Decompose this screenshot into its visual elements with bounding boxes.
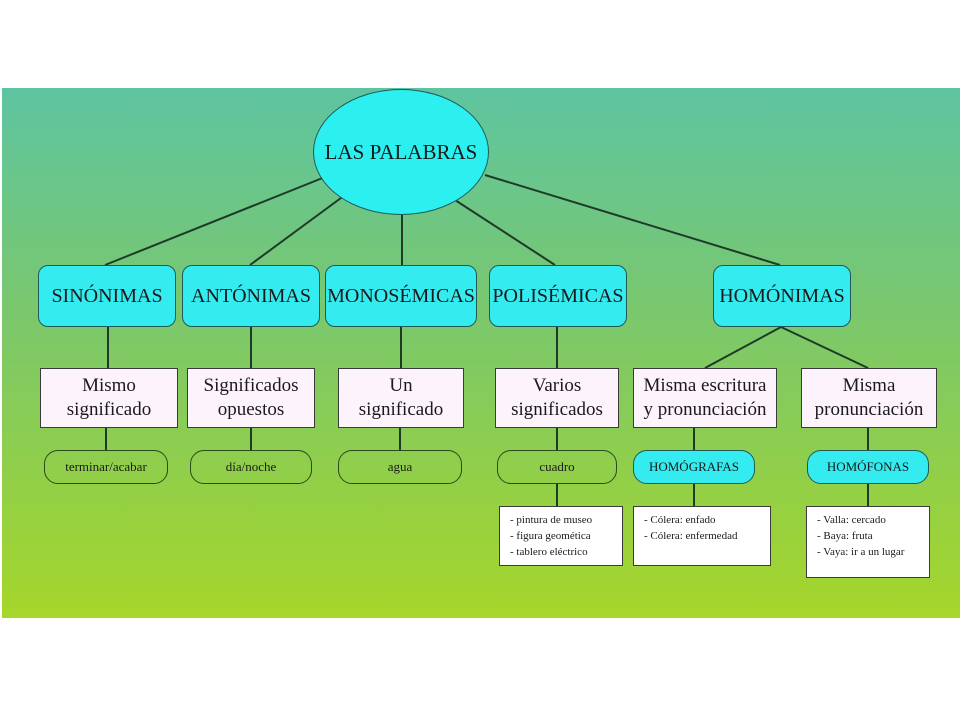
list-item: - pintura de museo (510, 514, 593, 526)
category-homonimas: HOMÓNIMAS (713, 265, 851, 327)
desc-homografas-line1: Misma escritura (643, 375, 767, 397)
subtype-homofonas: HOMÓFONAS (807, 450, 929, 484)
desc-antonimas-line2: opuestos (217, 399, 285, 420)
example-polisemicas: cuadro (497, 450, 617, 484)
category-monosemicas: MONOSÉMICAS (325, 265, 477, 327)
category-antonimas: ANTÓNIMAS (182, 265, 320, 327)
list-homofonas-examples: - Valla: cercado - Baya: fruta - Vaya: i… (806, 506, 930, 578)
line-homonimas-homografas (704, 326, 782, 369)
line-homonimas-homofonas (780, 326, 869, 369)
example-sinonimas: terminar/acabar (44, 450, 168, 484)
list-item: - Cólera: enfermedad (644, 529, 738, 542)
desc-homofonas-line2: pronunciación (814, 399, 924, 420)
line-root-homonimas (484, 174, 781, 266)
list-homografas-examples: - Cólera: enfado - Cólera: enfermedad (633, 506, 771, 566)
desc-homografas-line2: y pronunciación (643, 399, 767, 420)
desc-polisemicas-line1: Varios (532, 375, 582, 397)
desc-sinonimas: Mismo significado (40, 368, 178, 428)
list-item: - Cólera: enfado (644, 514, 716, 526)
line-root-polisemicas (454, 199, 556, 266)
example-antonimas: día/noche (190, 450, 312, 484)
list-item: - tablero eléctrico (510, 545, 588, 558)
desc-monosemicas-line2: significado (358, 399, 444, 420)
desc-polisemicas: Varios significados (495, 368, 619, 428)
root-node-las-palabras: LAS PALABRAS (313, 89, 489, 215)
desc-homografas: Misma escritura y pronunciación (633, 368, 777, 428)
category-polisemicas: POLISÉMICAS (489, 265, 627, 327)
desc-antonimas-line1: Significados (203, 375, 299, 397)
desc-antonimas: Significados opuestos (187, 368, 315, 428)
list-item: - Baya: fruta (817, 529, 873, 542)
desc-polisemicas-line2: significados (511, 399, 603, 420)
line-root-antonimas (249, 194, 346, 266)
list-item: - Vaya: ir a un lugar (817, 545, 905, 558)
desc-monosemicas: Un significado (338, 368, 464, 428)
list-polisemicas-examples: - pintura de museo - figura geomética - … (499, 506, 623, 566)
list-item: - figura geomética (510, 529, 591, 542)
desc-sinonimas-line1: Mismo (82, 375, 136, 397)
category-sinonimas: SINÓNIMAS (38, 265, 176, 327)
desc-homofonas-line1: Misma (842, 375, 896, 397)
subtype-homografas: HOMÓGRAFAS (633, 450, 755, 484)
example-monosemicas: agua (338, 450, 462, 484)
desc-sinonimas-line2: significado (66, 399, 152, 420)
desc-homofonas: Misma pronunciación (801, 368, 937, 428)
desc-monosemicas-line1: Un (389, 375, 413, 397)
list-item: - Valla: cercado (817, 514, 886, 526)
line-root-sinonimas (104, 174, 331, 266)
